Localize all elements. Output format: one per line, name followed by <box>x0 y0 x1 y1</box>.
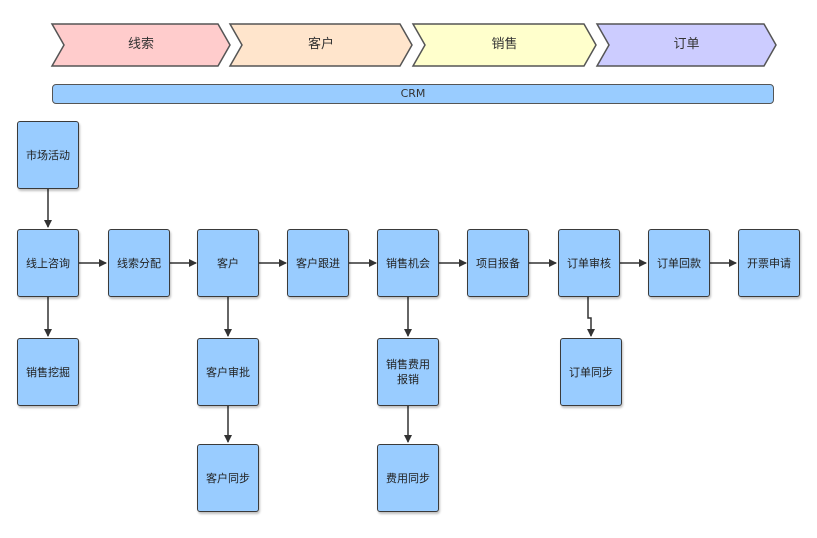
node-customer: 客户 <box>197 229 259 297</box>
node-mining: 销售挖掘 <box>17 338 79 406</box>
node-approval: 客户审批 <box>197 338 259 406</box>
node-invoice: 开票申请 <box>738 229 800 297</box>
stage-chevron-customer <box>228 23 413 67</box>
node-report: 项目报备 <box>467 229 529 297</box>
node-payment: 订单回款 <box>648 229 710 297</box>
stage-label-lead: 线索 <box>127 37 154 52</box>
node-market: 市场活动 <box>17 121 79 189</box>
node-expense: 销售费用报销 <box>377 338 439 406</box>
node-order-review: 订单审核 <box>558 229 620 297</box>
node-expense-sync: 费用同步 <box>377 444 439 512</box>
node-follow: 客户跟进 <box>287 229 349 297</box>
node-assign: 线索分配 <box>108 229 170 297</box>
node-order-sync: 订单同步 <box>560 338 622 406</box>
node-consult: 线上咨询 <box>17 229 79 297</box>
stage-label-sales: 销售 <box>491 37 518 52</box>
arrow-review-ordersync <box>587 296 595 337</box>
node-opportunity: 销售机会 <box>377 229 439 297</box>
crm-bar: CRM <box>52 84 774 104</box>
stage-label-customer: 客户 <box>307 37 334 52</box>
stage-chevron-lead <box>50 23 231 67</box>
stage-chevron-order <box>595 23 777 67</box>
stage-chevron-sales <box>411 23 597 67</box>
stage-label-order: 订单 <box>673 37 700 52</box>
stage-chevrons <box>50 23 777 67</box>
node-cust-sync: 客户同步 <box>197 444 259 512</box>
